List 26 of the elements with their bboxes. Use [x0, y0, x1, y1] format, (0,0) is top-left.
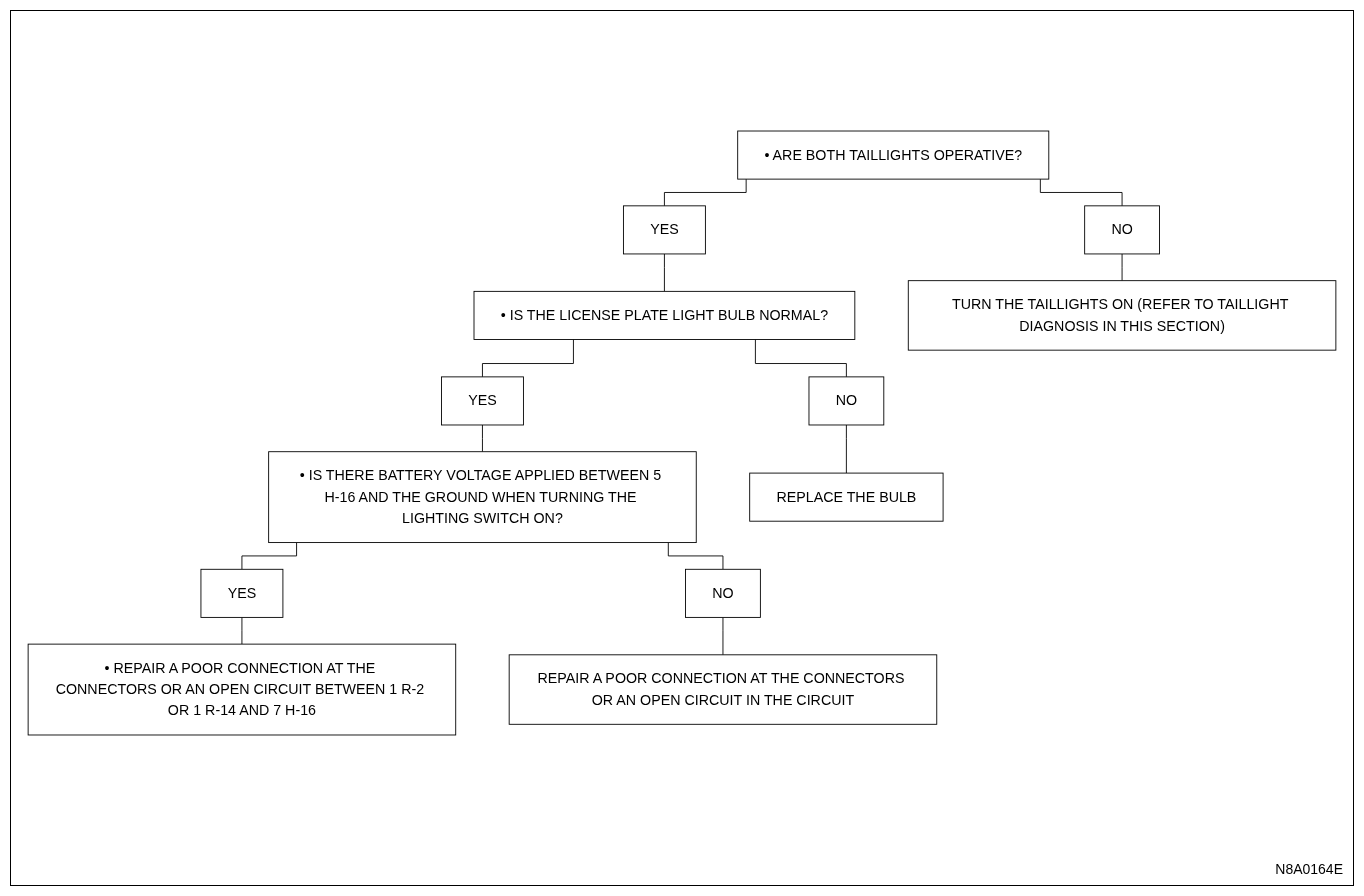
node-box: • REPAIR A POOR CONNECTION AT THE CONNECTORS OR AN OPEN CIRCUIT BETWEEN 1 R-2 OR 1 R-14 AND 7 H-16 — [27, 643, 457, 736]
connector — [482, 424, 483, 453]
node-box: YES — [623, 205, 706, 255]
connector — [1039, 178, 1123, 207]
connector — [663, 178, 747, 207]
connector — [482, 339, 574, 378]
node-box: REPLACE THE BULB — [749, 472, 944, 522]
node-box: YES — [441, 376, 524, 426]
node-box: TURN THE TAILLIGHTS ON (REFER TO TAILLIGHT DIAGNOSIS IN THIS SECTION) — [907, 280, 1337, 351]
node-box: • IS THE LICENSE PLATE LIGHT BULB NORMAL? — [473, 290, 856, 340]
connector — [1121, 253, 1123, 282]
node-box: NO — [685, 568, 761, 618]
connector — [722, 616, 724, 656]
node-box: REPAIR A POOR CONNECTION AT THE CONNECTORS OR AN OPEN CIRCUIT IN THE CIRCUIT — [508, 654, 938, 725]
node-box: NO — [808, 376, 885, 426]
node-box: NO — [1084, 205, 1160, 255]
connector — [845, 424, 847, 474]
connector — [663, 253, 665, 292]
figure-code: N8A0164E — [1275, 861, 1343, 877]
node-box: YES — [200, 568, 284, 618]
node-box: • ARE BOTH TAILLIGHTS OPERATIVE? — [737, 130, 1050, 180]
connector — [754, 339, 847, 378]
connector — [667, 542, 724, 570]
connector — [241, 542, 298, 570]
node-box: • IS THERE BATTERY VOLTAGE APPLIED BETWEEN 5 H-16 AND THE GROUND WHEN TURNING THE LIGHTING SWITCH ON? — [268, 451, 697, 543]
connector — [241, 616, 243, 645]
